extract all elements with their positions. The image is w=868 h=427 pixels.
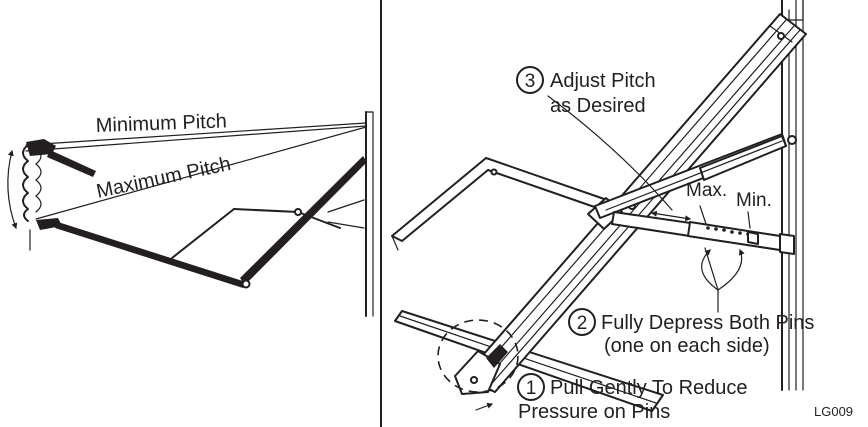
arm-assembly — [55, 156, 367, 289]
step-3-line2: as Desired — [550, 95, 646, 117]
step-2-line1: Fully Depress Both Pins — [601, 312, 814, 334]
pitch-strut — [594, 133, 797, 219]
maximum-pitch-label: Maximum Pitch — [94, 153, 232, 203]
step-1-line1: Pull Gently To Reduce — [550, 377, 748, 399]
step-2-callout: 2 Fully Depress Both Pins (one on each s… — [568, 308, 814, 357]
step3-leader — [547, 95, 673, 211]
step-2-number: 2 — [577, 313, 588, 334]
step-3-line1: Adjust Pitch — [550, 70, 656, 92]
base-highlight-circle — [437, 319, 519, 393]
minimum-pitch-label: Minimum Pitch — [95, 110, 227, 137]
step-3-number: 3 — [525, 71, 536, 92]
step-2-line2: (one on each side) — [604, 335, 770, 357]
figure-code: LG009 — [814, 404, 853, 419]
step-1-line2: Pressure on Pins — [518, 401, 670, 423]
right-panel: 3 Adjust Pitch as Desired Max. Min. 2 Fu… — [391, 0, 853, 423]
max-label: Max. — [686, 180, 727, 201]
upper-arm — [47, 150, 96, 177]
step-1-number: 1 — [526, 378, 537, 399]
pitch-lines — [25, 122, 367, 220]
min-label: Min. — [736, 190, 772, 211]
rear-rail — [394, 310, 664, 412]
slide-arrow — [650, 210, 692, 222]
pitch-range-arrow — [7, 149, 18, 230]
pitch-bar — [611, 205, 795, 255]
step-3-callout: 3 Adjust Pitch as Desired — [516, 66, 656, 117]
pull-arrow — [475, 402, 494, 411]
left-panel: Minimum Pitch Maximum Pitch — [7, 110, 374, 317]
pin-squeeze-curves — [701, 247, 745, 313]
frame-rectangle — [391, 157, 611, 251]
step-1-callout: 1 Pull Gently To Reduce Pressure on Pins — [517, 373, 748, 423]
left-wall — [365, 111, 374, 317]
wall-channel — [781, 0, 804, 391]
